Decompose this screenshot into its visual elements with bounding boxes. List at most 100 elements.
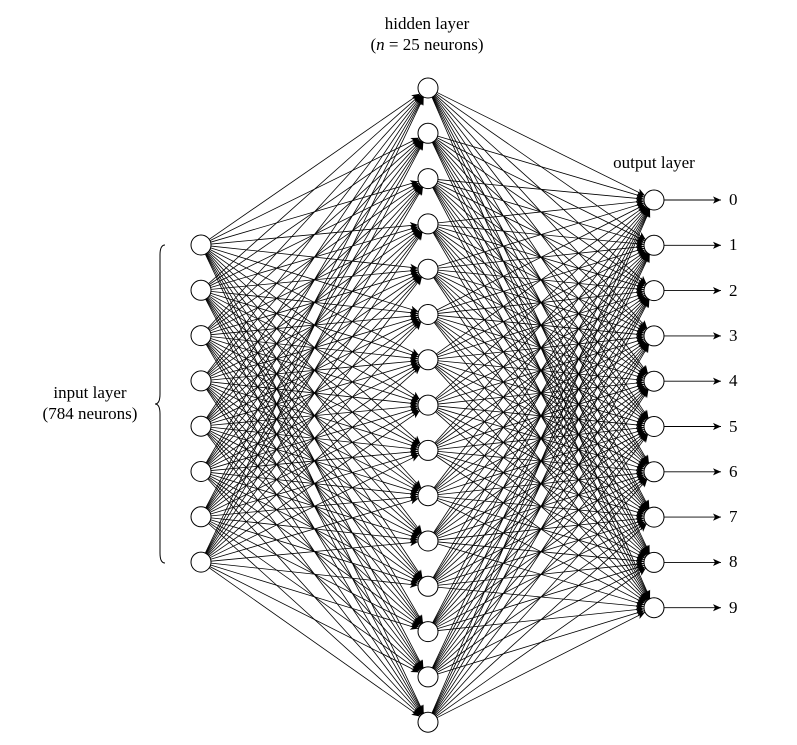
connection-edge xyxy=(433,434,649,715)
input-neuron xyxy=(190,415,212,437)
hidden-neuron xyxy=(417,621,439,643)
connection-edge xyxy=(204,96,425,554)
hidden-neuron xyxy=(417,349,439,371)
connection-edge xyxy=(205,141,424,554)
connection-edge xyxy=(434,207,648,444)
output-arrows xyxy=(664,196,721,612)
connection-edge xyxy=(205,187,424,554)
hidden-neuron xyxy=(417,168,439,190)
connection-edge xyxy=(206,96,423,419)
connection-edge xyxy=(436,204,646,311)
connection-edge xyxy=(432,208,650,578)
connection-edge xyxy=(431,208,651,669)
connection-edge xyxy=(205,96,424,509)
connection-edge xyxy=(208,410,421,557)
connection-edge xyxy=(433,207,649,488)
edges-input-hidden xyxy=(204,93,425,717)
output-neuron xyxy=(643,280,665,302)
output-label-7: 7 xyxy=(729,507,738,527)
output-neuron xyxy=(643,506,665,528)
output-label-0: 0 xyxy=(729,190,738,209)
connection-edge xyxy=(436,611,646,719)
input-layer-brace xyxy=(154,244,166,564)
edges-hidden-output xyxy=(431,92,651,719)
connection-edge xyxy=(209,566,420,673)
connection-edge xyxy=(208,366,421,556)
input-layer-label: input layer (784 neurons) xyxy=(20,382,160,424)
output-neuron xyxy=(643,370,665,392)
connection-edge xyxy=(435,205,647,355)
output-neuron xyxy=(643,189,665,211)
hidden-neuron xyxy=(417,439,439,461)
connection-edge xyxy=(210,497,419,560)
output-label-8: 8 xyxy=(729,552,738,572)
connection-edge xyxy=(435,567,647,717)
connection-edge xyxy=(205,96,424,464)
connection-edge xyxy=(434,478,648,716)
input-neuron xyxy=(190,370,212,392)
connection-edge xyxy=(431,209,651,714)
hidden-neuron xyxy=(417,394,439,416)
hidden-neuron xyxy=(417,711,439,733)
connection-edge xyxy=(208,93,421,240)
connection-edge xyxy=(437,135,645,199)
connection-edge xyxy=(432,344,650,714)
connection-edge xyxy=(437,201,645,267)
input-neuron xyxy=(190,551,212,573)
output-label-2: 2 xyxy=(729,280,738,300)
input-neuron xyxy=(190,234,212,256)
output-layer-title: output layer xyxy=(613,153,695,172)
output-neuron xyxy=(643,461,665,483)
connection-edge xyxy=(432,208,650,623)
output-label-1: 1 xyxy=(729,235,738,255)
connection-edge xyxy=(208,567,421,717)
connection-edge xyxy=(210,562,419,588)
output-label-3: 3 xyxy=(729,325,738,345)
output-neuron xyxy=(643,551,665,573)
hidden-neuron xyxy=(417,530,439,552)
input-neuron xyxy=(190,506,212,528)
hidden-layer-count: (n = 25 neurons) xyxy=(370,35,484,54)
output-neuron xyxy=(643,416,665,437)
hidden-layer-title: hidden layer xyxy=(384,14,470,33)
connection-edge xyxy=(433,208,649,533)
connection-edge xyxy=(206,95,423,374)
input-layer-count: (784 neurons) xyxy=(42,404,138,423)
hidden-neuron xyxy=(417,77,439,99)
output-neuron xyxy=(643,597,665,619)
output-label-9: 9 xyxy=(729,597,738,617)
output-neuron xyxy=(643,325,665,347)
connection-edge xyxy=(431,254,651,714)
input-neuron xyxy=(190,279,212,301)
connection-edge xyxy=(437,179,645,202)
connection-edge xyxy=(207,321,422,556)
connection-edge xyxy=(435,523,647,716)
input-neuron xyxy=(190,325,212,347)
connection-edge xyxy=(432,299,650,714)
connection-edge xyxy=(206,276,423,555)
output-layer-label: output layer xyxy=(584,152,724,173)
connection-edge xyxy=(436,92,646,196)
hidden-neuron xyxy=(417,213,439,235)
connection-edge xyxy=(433,389,649,715)
connection-edge xyxy=(435,206,647,399)
connection-edge xyxy=(210,564,419,630)
connection-edge xyxy=(210,539,419,562)
input-neuron xyxy=(190,461,212,482)
neuron-nodes xyxy=(190,77,665,733)
connection-edge xyxy=(207,95,422,329)
hidden-neuron xyxy=(417,575,439,597)
hidden-neuron xyxy=(417,304,439,325)
input-layer-title: input layer xyxy=(53,383,127,402)
hidden-layer-label: hidden layer (n = 25 neurons) xyxy=(332,13,522,55)
connection-edge xyxy=(437,198,645,224)
connection-edge xyxy=(206,231,423,555)
hidden-neuron xyxy=(417,122,439,144)
connection-edge xyxy=(209,454,420,559)
output-label-6: 6 xyxy=(729,461,738,481)
hidden-neuron xyxy=(417,666,439,688)
hidden-neuron xyxy=(417,485,439,507)
hidden-neuron xyxy=(417,258,439,280)
output-neuron xyxy=(643,234,665,256)
